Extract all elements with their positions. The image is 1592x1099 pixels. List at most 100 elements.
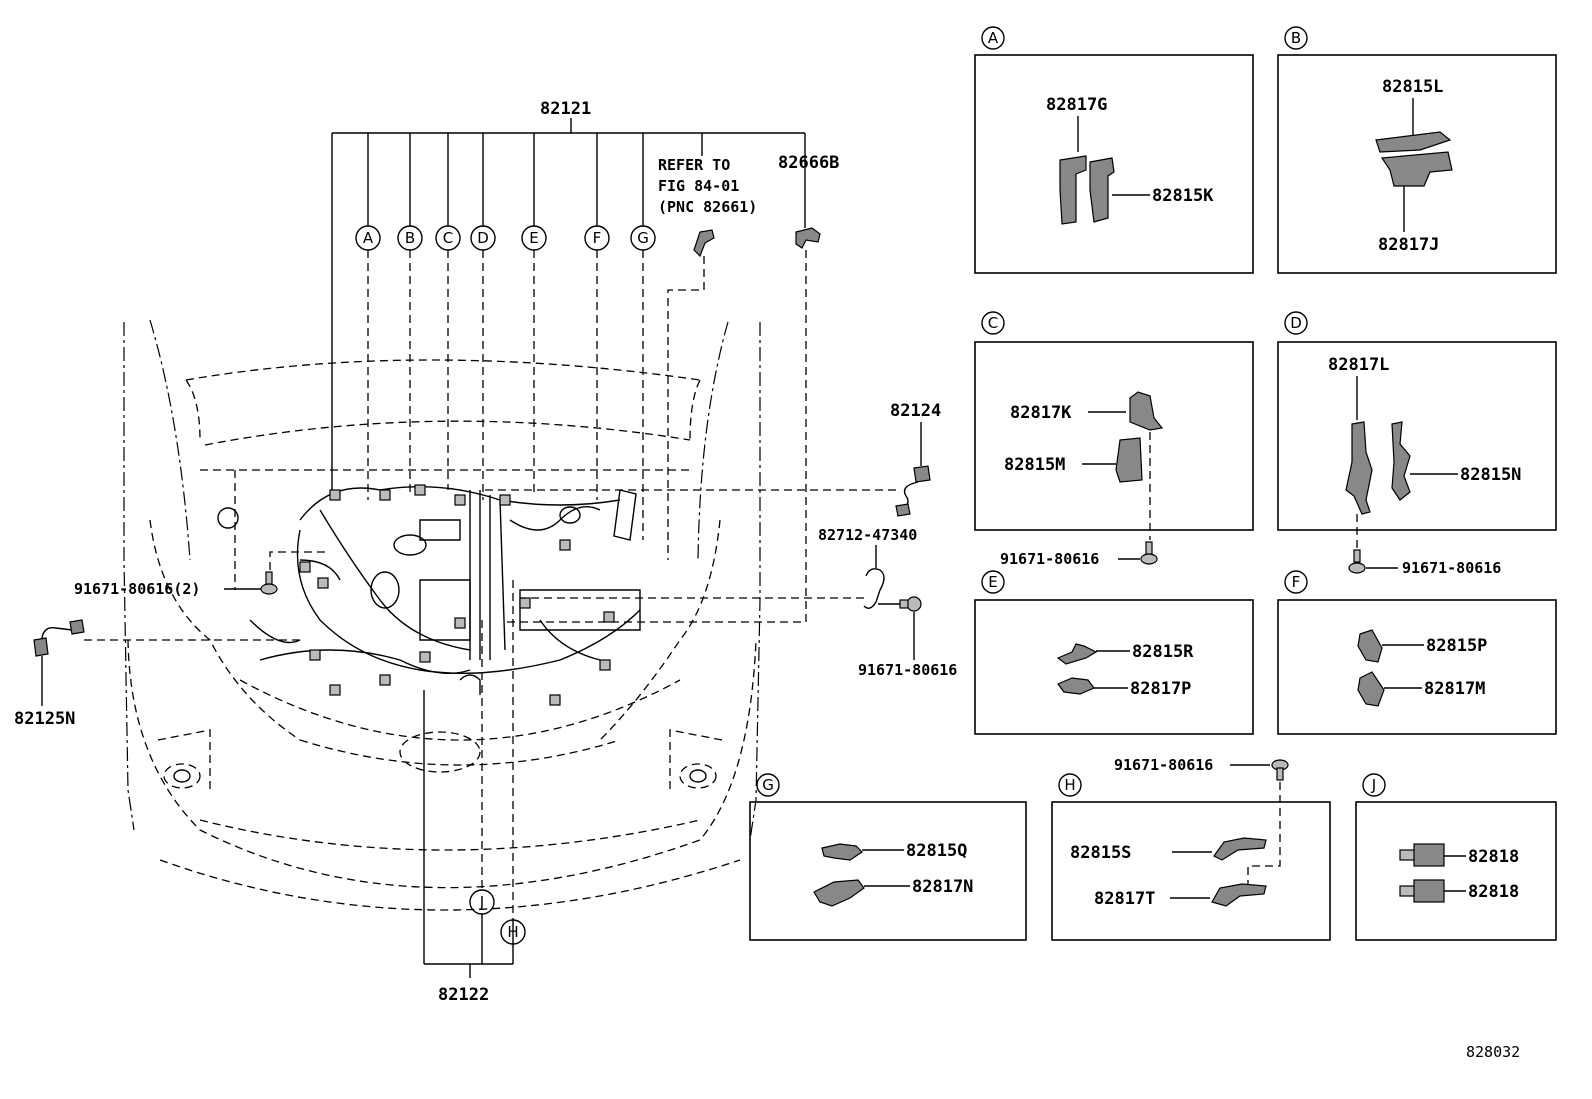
cover-82815r-icon [1056, 643, 1098, 665]
svg-text:B: B [405, 229, 415, 247]
svg-text:G: G [762, 776, 774, 794]
svg-text:D: D [477, 229, 489, 247]
part-82125n-group: 82125N [14, 619, 300, 729]
detail-d: D 82817L 82815N 91671-80616 [1277, 311, 1557, 577]
screw-d-icon [1348, 549, 1366, 574]
svg-text:E: E [988, 573, 997, 591]
callout-j: J [469, 889, 495, 915]
figure-number: 828032 [1466, 1043, 1520, 1061]
sensor-82125n-icon [33, 637, 49, 657]
svg-text:F: F [593, 229, 602, 247]
screw-icon [899, 596, 922, 612]
svg-text:B: B [1291, 29, 1301, 47]
part-82712-group: 82712-47340 91671-80616 [520, 526, 957, 679]
callout-e: E [521, 225, 547, 251]
screw-right-label: 91671-80616 [858, 661, 957, 679]
detail-c: C 82817K 82815M 91671-80616 [974, 311, 1254, 568]
detail-a: A 82817G 82815K [974, 26, 1254, 274]
part-82815k-label: 82815K [1152, 186, 1214, 206]
svg-text:H: H [1064, 776, 1075, 794]
part-82817t-label: 82817T [1094, 889, 1155, 909]
svg-text:A: A [988, 29, 999, 47]
engine-bay-harness [217, 484, 641, 706]
bracket-82817j-icon [1380, 151, 1453, 187]
callout-circles: A B C D E F G [355, 225, 656, 251]
bracket-82817n-icon [813, 879, 865, 907]
svg-text:D: D [1290, 314, 1302, 332]
part-82815s-label: 82815S [1070, 843, 1131, 863]
callout-h: H [500, 919, 526, 945]
svg-text:G: G [637, 229, 649, 247]
detail-e: E 82815R 82817P [974, 570, 1254, 735]
part-82817n-label: 82817N [912, 877, 973, 897]
screw-left-label: 91671-80616(2) [74, 580, 200, 598]
bracket-82817m-icon [1357, 671, 1385, 707]
screw-c-icon [1140, 541, 1158, 565]
part-82815q-label: 82815Q [906, 841, 967, 861]
car-outline [123, 319, 761, 911]
detail-h: H 91671-80616 82815S 82817T [1051, 756, 1331, 941]
connector-82818-top-icon [1399, 843, 1445, 867]
clip-82666b-icon [795, 227, 821, 249]
callout-f: F [584, 225, 610, 251]
part-82124-group: 82124 [480, 401, 941, 517]
screw-left-group: 91671-80616(2) [74, 551, 330, 598]
part-82666b-label: 82666B [778, 153, 839, 173]
svg-text:H: H [507, 923, 518, 941]
sensor-82124-icon [913, 465, 931, 483]
screw-c-label: 91671-80616 [1000, 550, 1099, 568]
detail-f: F 82815P 82817M [1277, 570, 1557, 735]
svg-text:C: C [443, 229, 453, 247]
cover-82815k-icon [1089, 157, 1115, 223]
harness-82121-label: 82121 [540, 99, 591, 119]
connector-bracket-icon [693, 229, 715, 258]
screw-h-label: 91671-80616 [1114, 756, 1213, 774]
callout-d: D [470, 225, 496, 251]
svg-text:A: A [363, 229, 374, 247]
bracket-82817g-icon [1059, 155, 1087, 225]
part-82815p-label: 82815P [1426, 636, 1487, 656]
callout-a: A [355, 225, 381, 251]
refer-note: REFER TO FIG 84-01 (PNC 82661) [658, 156, 757, 560]
svg-text:(PNC 82661): (PNC 82661) [658, 198, 757, 216]
bracket-82712-icon [863, 568, 885, 609]
part-82817p-label: 82817P [1130, 679, 1191, 699]
bracket-82817k-icon [1129, 391, 1164, 431]
part-82815l-label: 82815L [1382, 77, 1443, 97]
svg-text:J: J [1371, 776, 1376, 794]
cover-82815p-icon [1357, 629, 1383, 663]
svg-text:FIG 84-01: FIG 84-01 [658, 177, 739, 195]
screw-left-icon [260, 571, 278, 595]
callout-leaders [367, 250, 644, 540]
part-82815n-label: 82815N [1460, 465, 1521, 485]
svg-text:E: E [529, 229, 538, 247]
part-82818-top-label: 82818 [1468, 847, 1519, 867]
part-82817l-label: 82817L [1328, 355, 1389, 375]
cover-82815l-icon [1375, 131, 1452, 153]
part-82815r-label: 82815R [1132, 642, 1194, 662]
harness-82122-label: 82122 [438, 985, 489, 1005]
cover-82815s-icon [1213, 837, 1267, 861]
harness-82122-group: J H 82122 [423, 580, 526, 1005]
part-82818-bottom-label: 82818 [1468, 882, 1519, 902]
bracket-82817t-icon [1211, 883, 1267, 907]
bracket-82817p-icon [1057, 677, 1095, 695]
detail-g: G 82815Q 82817N [749, 773, 1027, 941]
part-82817g-label: 82817G [1046, 95, 1107, 115]
part-82817k-label: 82817K [1010, 403, 1072, 423]
part-82712-label: 82712-47340 [818, 526, 917, 544]
screw-h-icon [1271, 759, 1289, 781]
part-82815m-label: 82815M [1004, 455, 1065, 475]
bracket-82817l-icon [1345, 421, 1373, 515]
cover-82815n-icon [1391, 421, 1411, 501]
main-harness-group: 82121 [331, 99, 806, 490]
svg-text:REFER TO: REFER TO [658, 156, 730, 174]
connector-82818-bottom-icon [1399, 879, 1445, 903]
svg-text:J: J [479, 893, 484, 911]
svg-text:C: C [988, 314, 998, 332]
cover-82815m-icon [1115, 437, 1143, 483]
callout-c: C [435, 225, 461, 251]
part-82817j-label: 82817J [1378, 235, 1439, 255]
svg-text:F: F [1292, 573, 1301, 591]
